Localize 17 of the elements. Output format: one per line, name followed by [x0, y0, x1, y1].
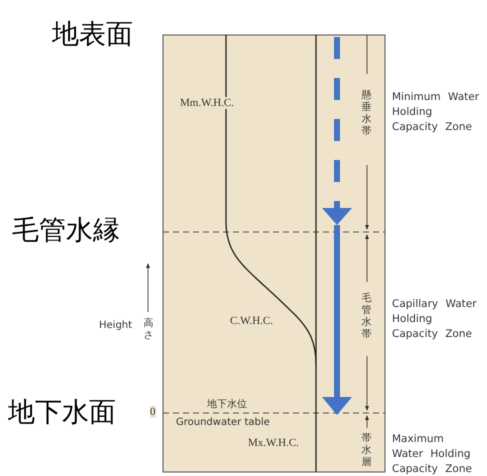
level-label: Groundwater table: [176, 417, 270, 428]
curve-label: C.W.H.C.: [230, 315, 273, 327]
level-label: 地下水位: [207, 398, 247, 411]
heading-label: 地表面: [52, 18, 133, 52]
axis-label: 高さ: [143, 318, 154, 342]
heading-label: 地下水面: [8, 396, 116, 430]
curve-label: Mx.W.H.C.: [248, 437, 299, 449]
zone-label: Maximum Water Holding Capacity Zone: [392, 432, 473, 476]
tick-label: 0: [150, 406, 156, 418]
curve-label: Mm.W.H.C.: [180, 97, 234, 109]
zone-label: 毛管水帯: [361, 293, 372, 341]
zone-label: Capillary Water Holding Capacity Zone: [392, 297, 478, 342]
zone-label: 懸垂水帯: [361, 90, 372, 138]
zone-label: 帯水層: [361, 433, 372, 469]
heading-label: 毛管水縁: [12, 214, 120, 248]
zone-label: Minimum Water Holding Capacity Zone: [392, 90, 480, 135]
axis-label: Height: [99, 320, 132, 331]
